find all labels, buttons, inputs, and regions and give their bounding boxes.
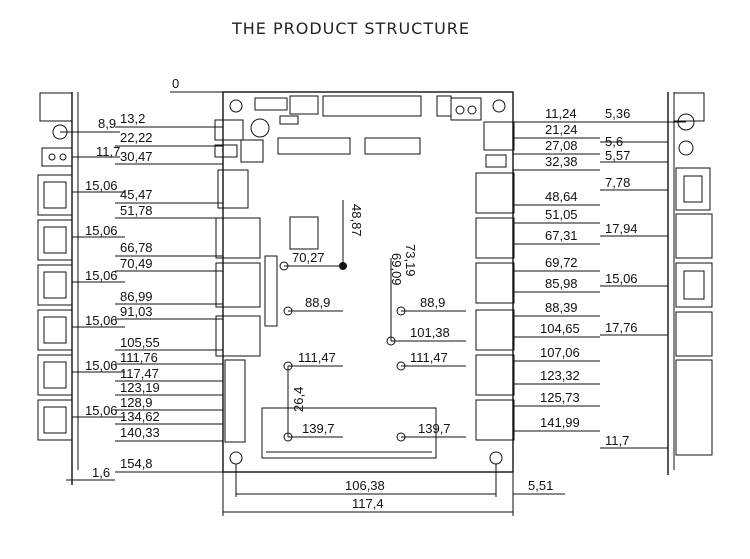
interior-139-7-left: 139,7 — [302, 421, 335, 436]
rside-dim-15-06: 15,06 — [605, 271, 638, 286]
dim-51-78: 51,78 — [120, 203, 153, 218]
left-dim-15-06-e: 15,06 — [85, 358, 118, 373]
interior-69-09: 69,09 — [389, 253, 404, 286]
rdim-67-31: 67,31 — [545, 228, 578, 243]
bottom-dim-117-4: 117,4 — [352, 496, 384, 511]
dim-111-76: 111,76 — [120, 350, 158, 365]
interior-48-87: 48,87 — [349, 204, 364, 237]
interior-111-47-left: 111,47 — [298, 350, 336, 365]
bottom-dim-106-38: 106,38 — [345, 478, 385, 493]
left-dim-15-06-a: 15,06 — [85, 178, 118, 193]
rside-dim-17-94: 17,94 — [605, 221, 638, 236]
left-dim-15-06-f: 15,06 — [85, 403, 118, 418]
origin-zero: 0 — [172, 76, 179, 91]
rdim-141-99: 141,99 — [540, 415, 580, 430]
rside-dim-5-36: 5,36 — [605, 106, 630, 121]
dim-13-2: 13,2 — [120, 111, 145, 126]
rside-dim-7-78: 7,78 — [605, 175, 630, 190]
rdim-27-08: 27,08 — [545, 138, 578, 153]
dim-128-9: 128,9 — [120, 395, 153, 410]
interior-111-47-right: 111,47 — [410, 350, 448, 365]
interior-101-38: 101,38 — [410, 325, 450, 340]
interior-88-9-left: 88,9 — [305, 295, 330, 310]
rside-dim-17-76: 17,76 — [605, 320, 638, 335]
dim-91-03: 91,03 — [120, 304, 153, 319]
interior-70-27: 70,27 — [292, 250, 325, 265]
left-side-view: 8,9 11,7 15,06 15,06 15,06 15,06 15,06 1… — [37, 92, 125, 485]
rdim-104-65: 104,65 — [540, 321, 580, 336]
rdim-85-98: 85,98 — [545, 276, 578, 291]
dim-140-33: 140,33 — [120, 425, 160, 440]
bottom-dim-5-51: 5,51 — [528, 478, 553, 493]
dim-70-49: 70,49 — [120, 256, 153, 271]
rdim-21-24: 21,24 — [545, 122, 578, 137]
dim-30-47: 30,47 — [120, 149, 153, 164]
rside-dim-5-6: 5,6 — [605, 134, 623, 149]
dim-123-19: 123,19 — [120, 380, 160, 395]
rdim-125-73: 125,73 — [540, 390, 580, 405]
rdim-69-72: 69,72 — [545, 255, 578, 270]
interior-139-7-right: 139,7 — [418, 421, 451, 436]
main-board: 0 — [115, 76, 600, 516]
dim-86-99: 86,99 — [120, 289, 153, 304]
right-side-view: 5,36 5,6 5,57 7,78 17,94 15,06 17,76 11,… — [600, 92, 713, 475]
rdim-48-64: 48,64 — [545, 189, 578, 204]
drawing-title: THE PRODUCT STRUCTURE — [231, 19, 470, 38]
left-dim-15-06-b: 15,06 — [85, 223, 118, 238]
left-dim-1-6: 1,6 — [92, 465, 110, 480]
rside-dim-11-7: 11,7 — [605, 433, 629, 448]
left-dim-15-06-d: 15,06 — [85, 313, 118, 328]
dim-117-47: 117,47 — [120, 366, 159, 381]
rside-dim-5-57: 5,57 — [605, 148, 630, 163]
rdim-51-05: 51,05 — [545, 207, 578, 222]
rdim-11-24: 11,24 — [545, 106, 577, 121]
interior-73-19: 73,19 — [403, 244, 418, 277]
dim-154-8: 154,8 — [120, 456, 153, 471]
rdim-88-39: 88,39 — [545, 300, 578, 315]
dim-66-78: 66,78 — [120, 240, 153, 255]
rdim-107-06: 107,06 — [540, 345, 580, 360]
rdim-123-32: 123,32 — [540, 368, 580, 383]
dim-105-55: 105,55 — [120, 335, 160, 350]
dim-45-47: 45,47 — [120, 187, 153, 202]
interior-88-9-right: 88,9 — [420, 295, 445, 310]
dim-134-62: 134,62 — [120, 409, 160, 424]
interior-26-4: 26,4 — [291, 387, 306, 412]
left-dim-8-9: 8,9 — [98, 116, 116, 131]
left-dim-15-06-c: 15,06 — [85, 268, 118, 283]
rdim-32-38: 32,38 — [545, 154, 578, 169]
dim-22-22: 22,22 — [120, 130, 153, 145]
left-dim-11-7: 11,7 — [96, 144, 120, 159]
